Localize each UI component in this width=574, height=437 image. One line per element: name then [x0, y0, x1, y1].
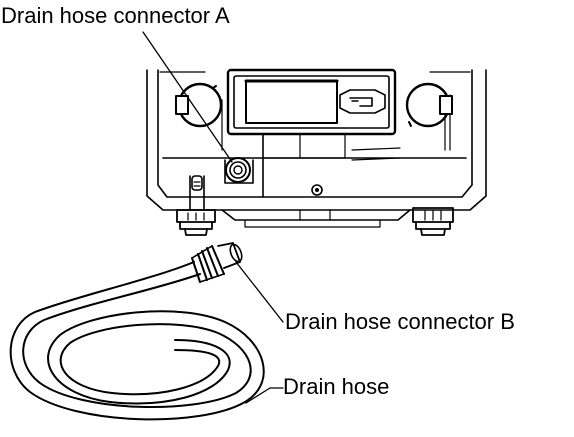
screw	[311, 184, 323, 196]
label-drain-hose-connector-b: Drain hose connector B	[285, 309, 515, 334]
drain-hose	[9, 261, 265, 421]
base	[221, 209, 411, 228]
leader-connector-a	[142, 31, 233, 163]
left-caster	[176, 209, 216, 236]
drain-hose-connector-a	[224, 157, 254, 184]
control-window	[226, 68, 397, 136]
right-caster	[412, 207, 454, 236]
label-drain-hose: Drain hose	[283, 374, 390, 399]
label-drain-hose-connector-a: Drain hose connector A	[1, 3, 230, 28]
leader-lines	[142, 31, 284, 404]
drain-hose-connector-b	[191, 242, 243, 283]
right-knob	[405, 82, 453, 128]
left-knob	[175, 82, 223, 128]
side-drain-clip	[189, 175, 205, 211]
leader-hose	[245, 387, 284, 404]
leader-connector-b	[235, 261, 284, 323]
